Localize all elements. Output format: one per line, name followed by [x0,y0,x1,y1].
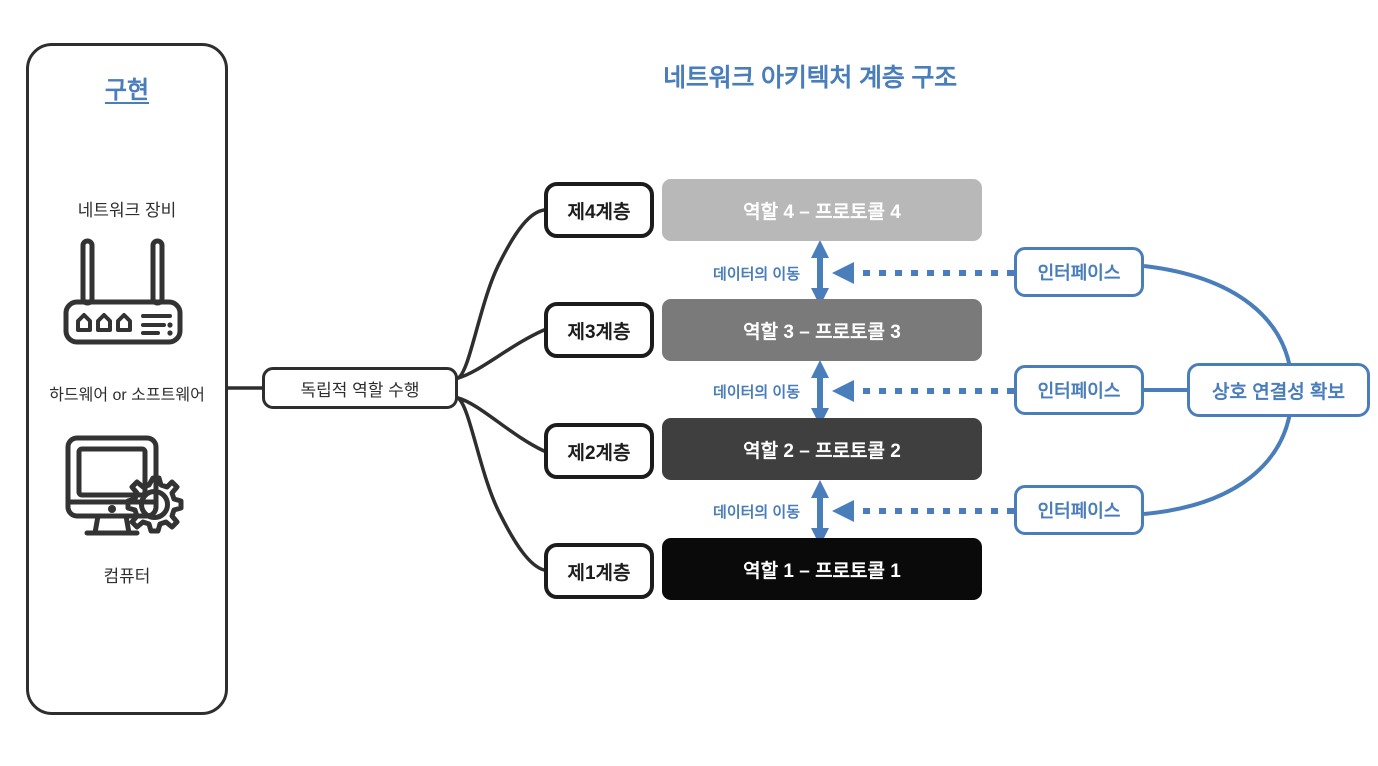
implementation-panel [26,43,228,715]
data-flow-arrow-group-3 [811,480,829,546]
data-move-label-1: 데이터의 이동 [713,266,800,283]
data-flow-arrow-group-1 [811,240,829,306]
wire-center-to-layer4 [456,208,546,380]
computer-gear-icon [65,435,184,536]
wire-center-to-layer2 [456,396,546,453]
independent-role-node[interactable]: 독립적 역할 수행 [262,367,458,409]
data-move-label-3: 데이터의 이동 [713,504,800,521]
wire-center-to-layer1 [456,396,546,572]
data-flow-arrow-group-2 [811,360,829,426]
wire-center-to-layer3 [456,328,546,380]
dotted-arrow-1 [832,262,1014,284]
layer-tag-4[interactable]: 제4계층 [544,182,654,238]
dotted-arrow-3 [832,500,1014,522]
interface-box-2[interactable]: 인터페이스 [1014,365,1144,415]
layer-bar-2[interactable]: 역할 2 – 프로토콜 2 [662,418,982,480]
network-device-label: 네트워크 장비 [77,201,177,220]
layer-tag-3[interactable]: 제3계층 [544,302,654,358]
data-move-label-2: 데이터의 이동 [713,384,800,401]
layer-tag-1[interactable]: 제1계층 [544,543,654,599]
page-title: 네트워크 아키텍처 계층 구조 [663,64,957,92]
hardware-software-label: 하드웨어 or 소프트웨어 [49,387,205,404]
router-icon [63,238,183,345]
layer-bar-4[interactable]: 역할 4 – 프로토콜 4 [662,179,982,241]
panel-heading: 구현 [104,77,150,104]
layer-tag-2[interactable]: 제2계층 [544,423,654,479]
interconnectivity-box[interactable]: 상호 연결성 확보 [1187,363,1370,417]
layer-bar-1[interactable]: 역할 1 – 프로토콜 1 [662,538,982,600]
interface-box-1[interactable]: 인터페이스 [1014,247,1144,297]
computer-label: 컴퓨터 [103,567,151,586]
interface-box-3[interactable]: 인터페이스 [1014,485,1144,535]
dotted-arrow-2 [832,380,1014,402]
layer-bar-3[interactable]: 역할 3 – 프로토콜 3 [662,299,982,361]
